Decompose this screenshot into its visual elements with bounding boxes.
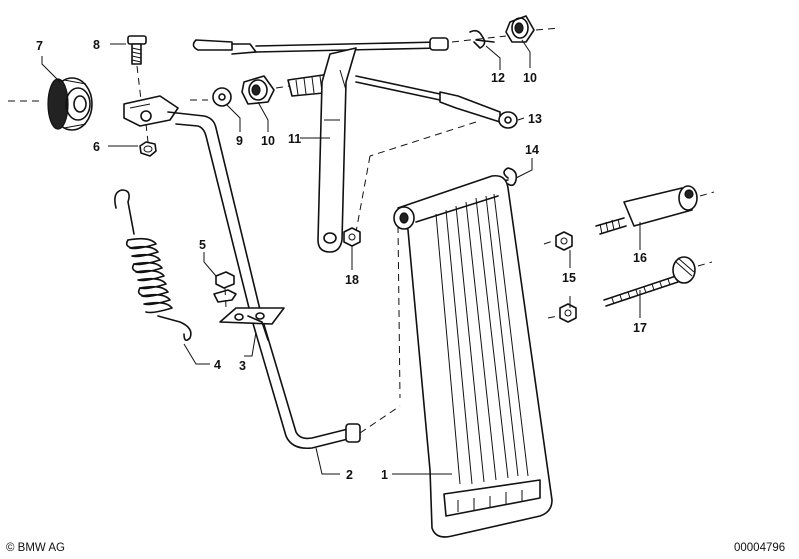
callout-12: 12 xyxy=(491,71,505,85)
callout-5: 5 xyxy=(199,238,206,252)
rubber-mount-part xyxy=(8,77,93,131)
callout-15: 15 xyxy=(562,271,576,285)
callout-6: 6 xyxy=(93,140,100,154)
callout-10-left: 10 xyxy=(261,134,275,148)
callout-4: 4 xyxy=(214,358,221,372)
callout-13: 13 xyxy=(528,112,542,126)
spring-part xyxy=(114,189,192,342)
callout-2: 2 xyxy=(346,468,353,482)
bushing-left-part xyxy=(241,75,291,105)
accelerator-pedal-part xyxy=(393,174,553,538)
callout-17: 17 xyxy=(633,321,647,335)
washer-part xyxy=(190,87,232,107)
nut-part xyxy=(139,123,157,157)
relay-lever-part xyxy=(192,37,518,253)
leader-lines xyxy=(41,39,641,475)
bushing-right-part xyxy=(451,15,561,43)
bolt-part xyxy=(127,35,147,101)
callout-11: 11 xyxy=(288,132,301,146)
callout-14: 14 xyxy=(525,143,539,157)
long-screw-part xyxy=(547,256,713,323)
diagram-number: 00004796 xyxy=(734,542,785,554)
callout-3: 3 xyxy=(239,359,246,373)
copyright-label: © BMW AG xyxy=(6,542,65,554)
callout-7: 7 xyxy=(36,39,43,53)
lever-nut-part xyxy=(343,227,361,247)
callout-9: 9 xyxy=(236,134,243,148)
callout-8: 8 xyxy=(93,38,100,52)
callout-16: 16 xyxy=(633,251,647,265)
callout-10-right: 10 xyxy=(523,71,537,85)
stop-screw-part xyxy=(543,185,715,251)
callout-labels: 7 8 6 9 10 11 12 10 13 14 18 5 4 3 2 1 1… xyxy=(36,38,647,482)
bracket-plate-part xyxy=(219,307,285,341)
retaining-clip-part xyxy=(469,29,495,49)
callout-18: 18 xyxy=(345,273,359,287)
clip-part xyxy=(213,271,237,309)
callout-1: 1 xyxy=(381,468,388,482)
